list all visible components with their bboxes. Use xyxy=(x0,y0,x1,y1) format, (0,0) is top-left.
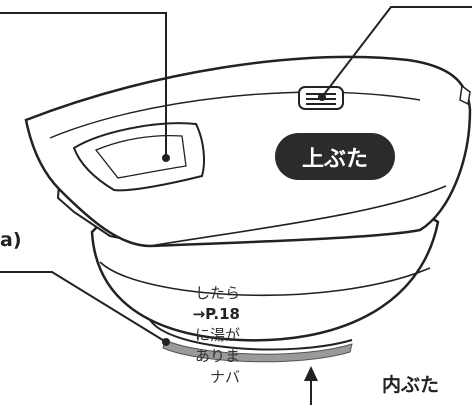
leader-dot-open-button xyxy=(162,154,170,162)
lid xyxy=(24,55,472,248)
leader-line-steam-vent xyxy=(321,6,472,98)
up-arrow-icon xyxy=(304,366,318,405)
page-reference: →P.18 xyxy=(192,305,240,323)
open-button-icon xyxy=(72,122,205,192)
note-line: ナバ xyxy=(209,368,240,386)
note-line: ありま xyxy=(194,347,240,365)
section-heading-fragment: a) xyxy=(0,229,22,251)
caution-note: したら →P.18 に湯が ありま ナバ xyxy=(0,283,240,388)
lid-label-text: 上ぶた xyxy=(301,146,368,172)
lid-inner-edge xyxy=(49,91,421,139)
leader-dot-steam-vent xyxy=(318,93,326,101)
gasket-band xyxy=(162,339,353,363)
pot-body-band xyxy=(99,261,431,297)
leader-line-gasket xyxy=(0,271,167,343)
leader-dot-gasket xyxy=(162,338,170,346)
pot-bottom-rim xyxy=(149,319,353,351)
leader-line-open-button xyxy=(0,12,167,158)
inner-lid-label: 内ぶた xyxy=(382,374,440,396)
note-line: したら xyxy=(194,284,240,302)
note-line: に湯が xyxy=(194,326,240,344)
lid-label-badge: 上ぶた xyxy=(275,133,395,180)
